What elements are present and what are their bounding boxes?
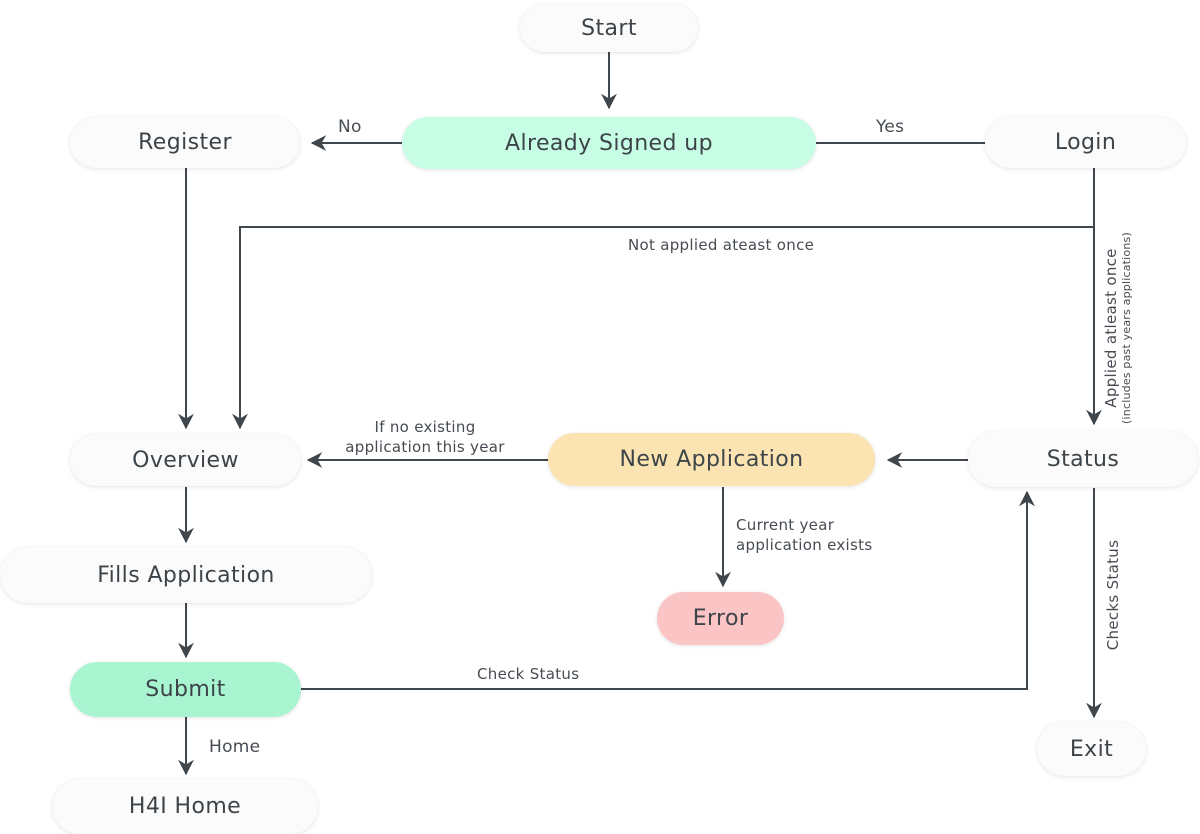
node-status[interactable]: Status: [968, 431, 1198, 487]
edge-label-no: No: [338, 117, 362, 137]
edge-label-current-year-line2: application exists: [736, 536, 873, 555]
edge-label-yes: Yes: [876, 117, 905, 137]
node-exit[interactable]: Exit: [1037, 722, 1146, 776]
edge-submit-status: [301, 490, 1035, 690]
node-new-application[interactable]: New Application: [548, 433, 875, 486]
edge-label-home: Home: [209, 737, 261, 757]
node-already-signed-up[interactable]: Already Signed up: [402, 117, 816, 169]
edge-label-if-no-existing: If no existing application this year: [332, 417, 518, 458]
node-fills-application[interactable]: Fills Application: [0, 547, 372, 603]
node-submit[interactable]: Submit: [70, 662, 301, 717]
edge-branch-overview: [232, 226, 1094, 430]
edge-label-current-year-line1: Current year: [736, 516, 835, 534]
node-h4i-home[interactable]: H4I Home: [52, 779, 318, 834]
node-start[interactable]: Start: [520, 4, 698, 52]
edge-label-if-no-existing-line2: application this year: [345, 438, 505, 457]
node-error[interactable]: Error: [657, 592, 784, 645]
edge-label-checks-status-text: Checks Status: [1104, 539, 1122, 651]
edge-label-checks-status: Checks Status: [1104, 534, 1122, 656]
edge-label-if-no-existing-line1: If no existing: [374, 418, 476, 436]
node-register[interactable]: Register: [70, 117, 300, 168]
node-login[interactable]: Login: [985, 117, 1186, 168]
edge-label-applied-atleast-once-main: Applied atleast once: [1102, 248, 1120, 408]
edge-label-applied-atleast-once-sub: (includes past years applications): [1120, 232, 1133, 424]
edge-label-applied-atleast-once: Applied atleast once (includes past year…: [1102, 223, 1138, 433]
edge-label-check-status: Check Status: [477, 665, 580, 683]
node-overview[interactable]: Overview: [70, 434, 301, 486]
edge-label-current-year: Current year application exists: [736, 515, 872, 556]
edge-label-not-applied: Not applied ateast once: [628, 236, 815, 254]
